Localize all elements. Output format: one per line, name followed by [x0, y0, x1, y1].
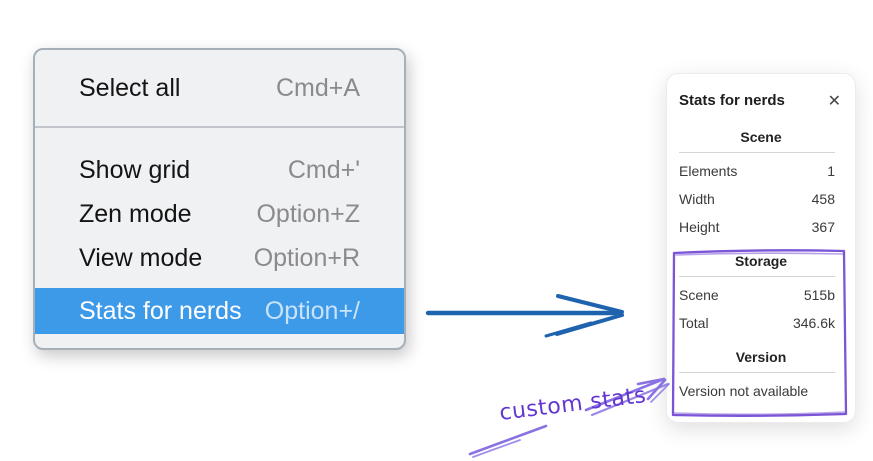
- stat-row-height: Height 367: [667, 213, 855, 241]
- menu-item-zen-mode[interactable]: Zen mode Option+Z: [35, 192, 404, 236]
- stat-label: Total: [679, 315, 709, 331]
- stats-panel: Stats for nerds ✕ Scene Elements 1 Width…: [666, 73, 856, 423]
- menu-item-label: Zen mode: [79, 199, 192, 228]
- menu-item-label: View mode: [79, 243, 203, 272]
- stat-value: 515b: [803, 287, 835, 303]
- stats-panel-header: Stats for nerds ✕: [667, 74, 855, 109]
- stat-value: 346.6k: [792, 315, 835, 331]
- stat-row-width: Width 458: [667, 185, 855, 213]
- stats-panel-title: Stats for nerds: [679, 92, 785, 109]
- close-icon[interactable]: ✕: [827, 90, 841, 110]
- menu-to-panel-arrow: [425, 294, 624, 338]
- stat-row-elements: Elements 1: [667, 157, 855, 185]
- menu-item-shortcut: Cmd+': [287, 155, 360, 184]
- version-section-header: Version: [735, 349, 787, 365]
- menu-item-label: Select all: [79, 73, 181, 102]
- storage-section-header: Storage: [734, 253, 788, 269]
- menu-item-label: Stats for nerds: [79, 296, 242, 325]
- scene-section-header: Scene: [740, 129, 782, 145]
- menu-item-shortcut: Option+/: [264, 296, 360, 325]
- stat-label: Scene: [679, 287, 719, 303]
- menu-item-shortcut: Cmd+A: [275, 73, 360, 102]
- stat-label: Height: [679, 219, 720, 235]
- context-menu: Select all Cmd+A Show grid Cmd+' Zen mod…: [33, 48, 406, 350]
- stat-value: 458: [811, 191, 835, 207]
- stat-label: Elements: [679, 163, 738, 179]
- stat-value: 367: [811, 219, 835, 235]
- menu-group: Show grid Cmd+' Zen mode Option+Z View m…: [35, 128, 404, 334]
- menu-separator: [35, 126, 404, 128]
- divider: [679, 372, 835, 373]
- menu-item-shortcut: Option+R: [253, 243, 360, 272]
- version-note: Version not available: [679, 383, 809, 399]
- menu-item-label: Show grid: [79, 155, 191, 184]
- divider: [679, 152, 835, 153]
- menu-item-stats-for-nerds[interactable]: Stats for nerds Option+/: [35, 288, 404, 334]
- stat-row-scene-size: Scene 515b: [667, 281, 855, 309]
- stat-value: 1: [827, 163, 835, 179]
- menu-item-select-all[interactable]: Select all Cmd+A: [35, 50, 404, 126]
- menu-item-shortcut: Option+Z: [256, 199, 360, 228]
- menu-item-view-mode[interactable]: View mode Option+R: [35, 236, 404, 280]
- annotation-custom-stats: custom stats: [498, 383, 648, 426]
- menu-item-show-grid[interactable]: Show grid Cmd+': [35, 148, 404, 192]
- stat-label: Width: [679, 191, 715, 207]
- stat-row-total-size: Total 346.6k: [667, 309, 855, 337]
- divider: [679, 276, 835, 277]
